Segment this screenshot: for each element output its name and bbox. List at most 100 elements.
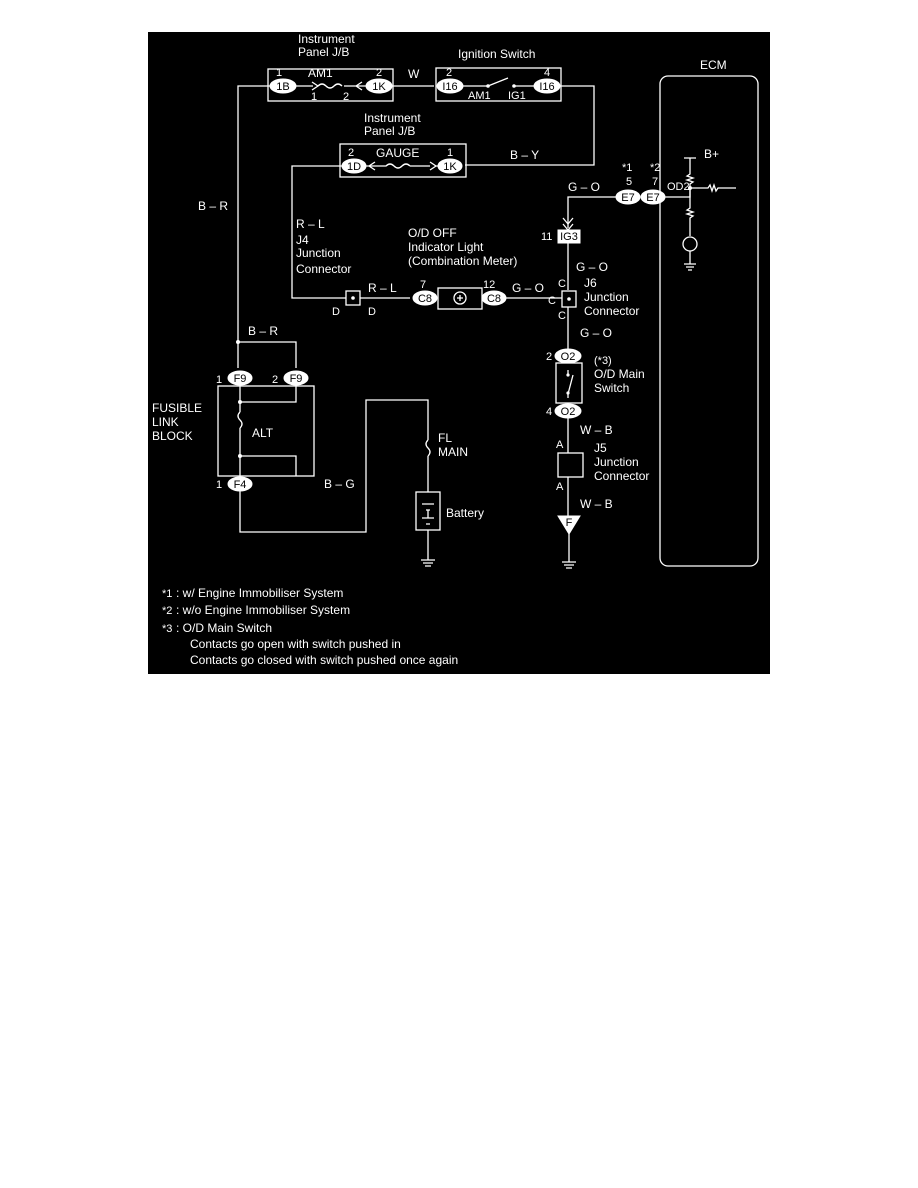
ignition-switch-box [435,67,562,102]
connector-i16-right-label: I16 [539,81,554,93]
wire-w-label: W [408,67,420,81]
pin-5-e7: 5 [626,176,632,188]
note-3-mark: *3 [162,623,172,635]
j4-dot [351,296,355,300]
ig1-contact-label: IG1 [508,90,526,102]
ecm-label: ECM [700,58,727,72]
wire-g-o-below-label: G – O [580,326,612,340]
j6-label-3: Connector [584,304,639,318]
note-2-text: : w/o Engine Immobiliser System [176,603,350,617]
ipjb-top-label-1: Instrument [298,32,355,46]
wiring-diagram: Instrument Panel J/B 1 2 AM1 1B 1K 1 2 W… [148,32,770,674]
j6-junction [561,290,577,308]
wire-r-l-left-label: R – L [296,217,325,231]
pin-c-mid: C [548,295,556,307]
connector-c8-right-label: C8 [487,293,501,305]
connector-1k-top-label: 1K [372,81,386,93]
j6-label-2: Junction [584,290,629,304]
wire-g-o-mid-label: G – O [512,281,544,295]
connector-o2-bot-label: O2 [561,406,576,418]
od-off-label-2: Indicator Light [408,240,484,254]
connector-e7-2-label: E7 [646,192,659,204]
pin-1b: 1 [276,67,282,79]
gauge-fuse-label: GAUGE [376,146,419,160]
wire-b-r-bottom-label: B – R [248,324,278,338]
note-1-mark: *1 [162,588,172,600]
connector-1d-label: 1D [347,161,361,173]
pin-11-ig3: 11 [541,231,552,243]
wiring-diagram-svg: Instrument Panel J/B 1 2 AM1 1B 1K 1 2 W… [152,32,759,667]
pin-1-fuse: 1 [311,91,317,103]
connector-f9-right-label: F9 [290,373,303,385]
pin-d-right: D [368,306,376,318]
fusible-link-block-box [217,385,315,477]
pin-4-i16: 4 [544,67,550,79]
connector-1b-label: 1B [276,81,289,93]
wire-b-r-bottom [238,341,297,368]
pin-d-left: D [332,306,340,318]
j4-label-3: Connector [296,262,351,276]
star-3-label: (*3) [594,355,612,367]
connector-ig3-label: IG3 [560,231,578,243]
pin-a-top: A [556,439,564,451]
pin-c-bot: C [558,310,566,322]
pin-1-f9: 1 [216,374,222,386]
ecm-box [659,75,759,567]
ipjb-top-label-2: Panel J/B [298,45,349,59]
od-switch-point-1 [566,373,570,377]
j5-label-2: Junction [594,455,639,469]
ground-icon-right [562,534,576,569]
connector-ig3 [557,229,581,244]
wire-g-o-top-label: G – O [568,180,600,194]
fusible-label-3: BLOCK [152,429,193,443]
ipjb-mid-label-2: Panel J/B [364,124,415,138]
pin-7-c8: 7 [420,279,426,291]
ecm-internal-circuit [684,157,736,236]
pin-a-bot: A [556,481,564,493]
wire-b-g-label: B – G [324,477,355,491]
j6-dot [567,297,571,301]
pin-1-f4: 1 [216,479,222,491]
note-3-line-2: Contacts go closed with switch pushed on… [190,653,458,667]
ignition-contact-symbol [463,77,534,87]
wire-g-o-top [567,196,616,228]
indicator-bulb-icon [453,291,467,305]
od-main-switch-label-1: O/D Main [594,367,645,381]
ignition-switch-label: Ignition Switch [458,47,535,61]
pin-1k: 2 [376,67,382,79]
fusible-node-dot-1 [238,400,242,404]
pin-2-o2: 2 [546,351,552,363]
alt-label: ALT [252,426,274,440]
note-2-mark: *2 [162,605,172,617]
connector-f4-label: F4 [234,479,247,491]
indicator-bulb-filament [457,295,463,301]
od-off-label-1: O/D OFF [408,226,457,240]
pin-7-e7: 7 [652,176,658,188]
j4-label-1: J4 [296,233,309,247]
ignition-contact-point-2 [512,84,516,88]
od-main-switch-contact [567,370,574,398]
star-2-label: *2 [650,162,660,174]
od2-label: OD2 [667,181,690,193]
ground-icon-left [421,530,435,567]
j6-label-1: J6 [584,276,597,290]
connector-o2-top-label: O2 [561,351,576,363]
pin-2-fuse: 2 [343,91,349,103]
b-r-junction-dot [236,340,240,344]
pin-4-o2: 4 [546,406,552,418]
j5-junction [557,452,584,478]
wire-b-r-left-label: B – R [198,199,228,213]
fl-main-label-2: MAIN [438,445,468,459]
fusible-label-1: FUSIBLE [152,401,202,415]
od-off-label-3: (Combination Meter) [408,254,517,268]
ignition-contact-point-1 [486,84,490,88]
wire-e7-ecm [665,188,691,198]
ipjb-top-box [267,68,394,102]
connector-f9-left-label: F9 [234,373,247,385]
ipjb-mid-box [339,143,467,178]
od-main-switch-box [555,362,583,404]
od-switch-point-2 [566,391,570,395]
b-plus-label: B+ [704,147,719,161]
pin-2-1d: 2 [348,147,354,159]
wire-b-y [465,85,595,166]
